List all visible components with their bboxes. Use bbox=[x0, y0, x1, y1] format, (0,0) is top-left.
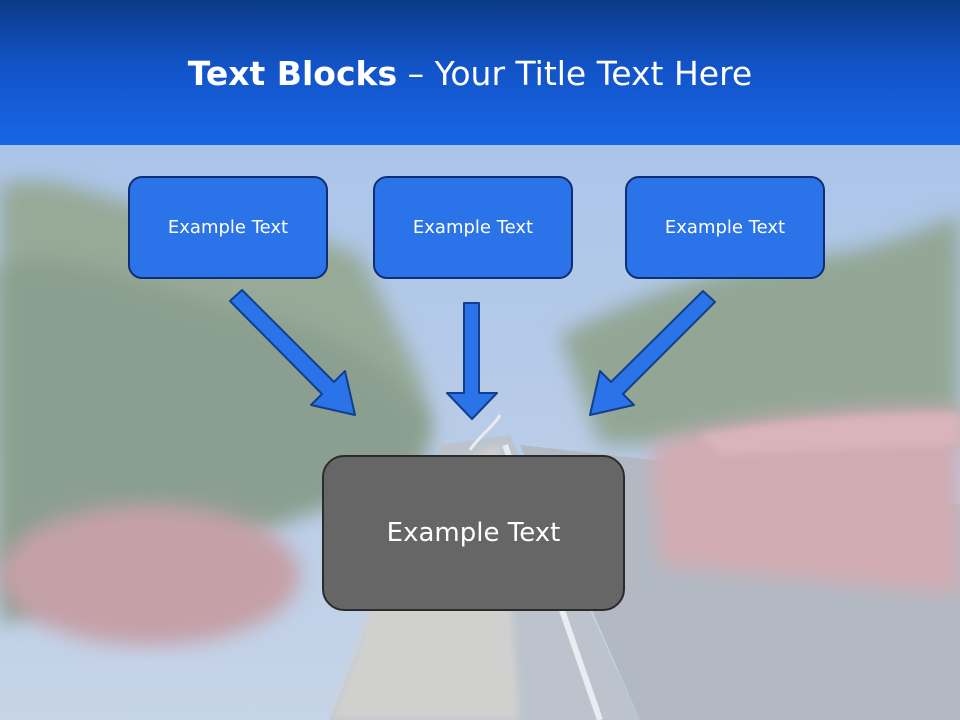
text-block-3-label: Example Text bbox=[664, 217, 786, 238]
title-regular-text: Your Title Text Here bbox=[434, 54, 753, 93]
text-block-1-label: Example Text bbox=[167, 217, 289, 238]
text-block-2-label: Example Text bbox=[412, 217, 534, 238]
slide-title: Text Blocks – Your Title Text Here bbox=[0, 52, 940, 96]
target-text-block-label: Example Text bbox=[386, 518, 561, 548]
text-block-2[interactable]: Example Text bbox=[373, 176, 573, 279]
text-block-1[interactable]: Example Text bbox=[128, 176, 328, 279]
header-band: Text Blocks – Your Title Text Here bbox=[0, 0, 960, 145]
text-block-3[interactable]: Example Text bbox=[625, 176, 825, 279]
title-separator: – bbox=[397, 54, 435, 93]
title-bold-text: Text Blocks bbox=[187, 54, 398, 93]
target-text-block[interactable]: Example Text bbox=[322, 455, 625, 611]
